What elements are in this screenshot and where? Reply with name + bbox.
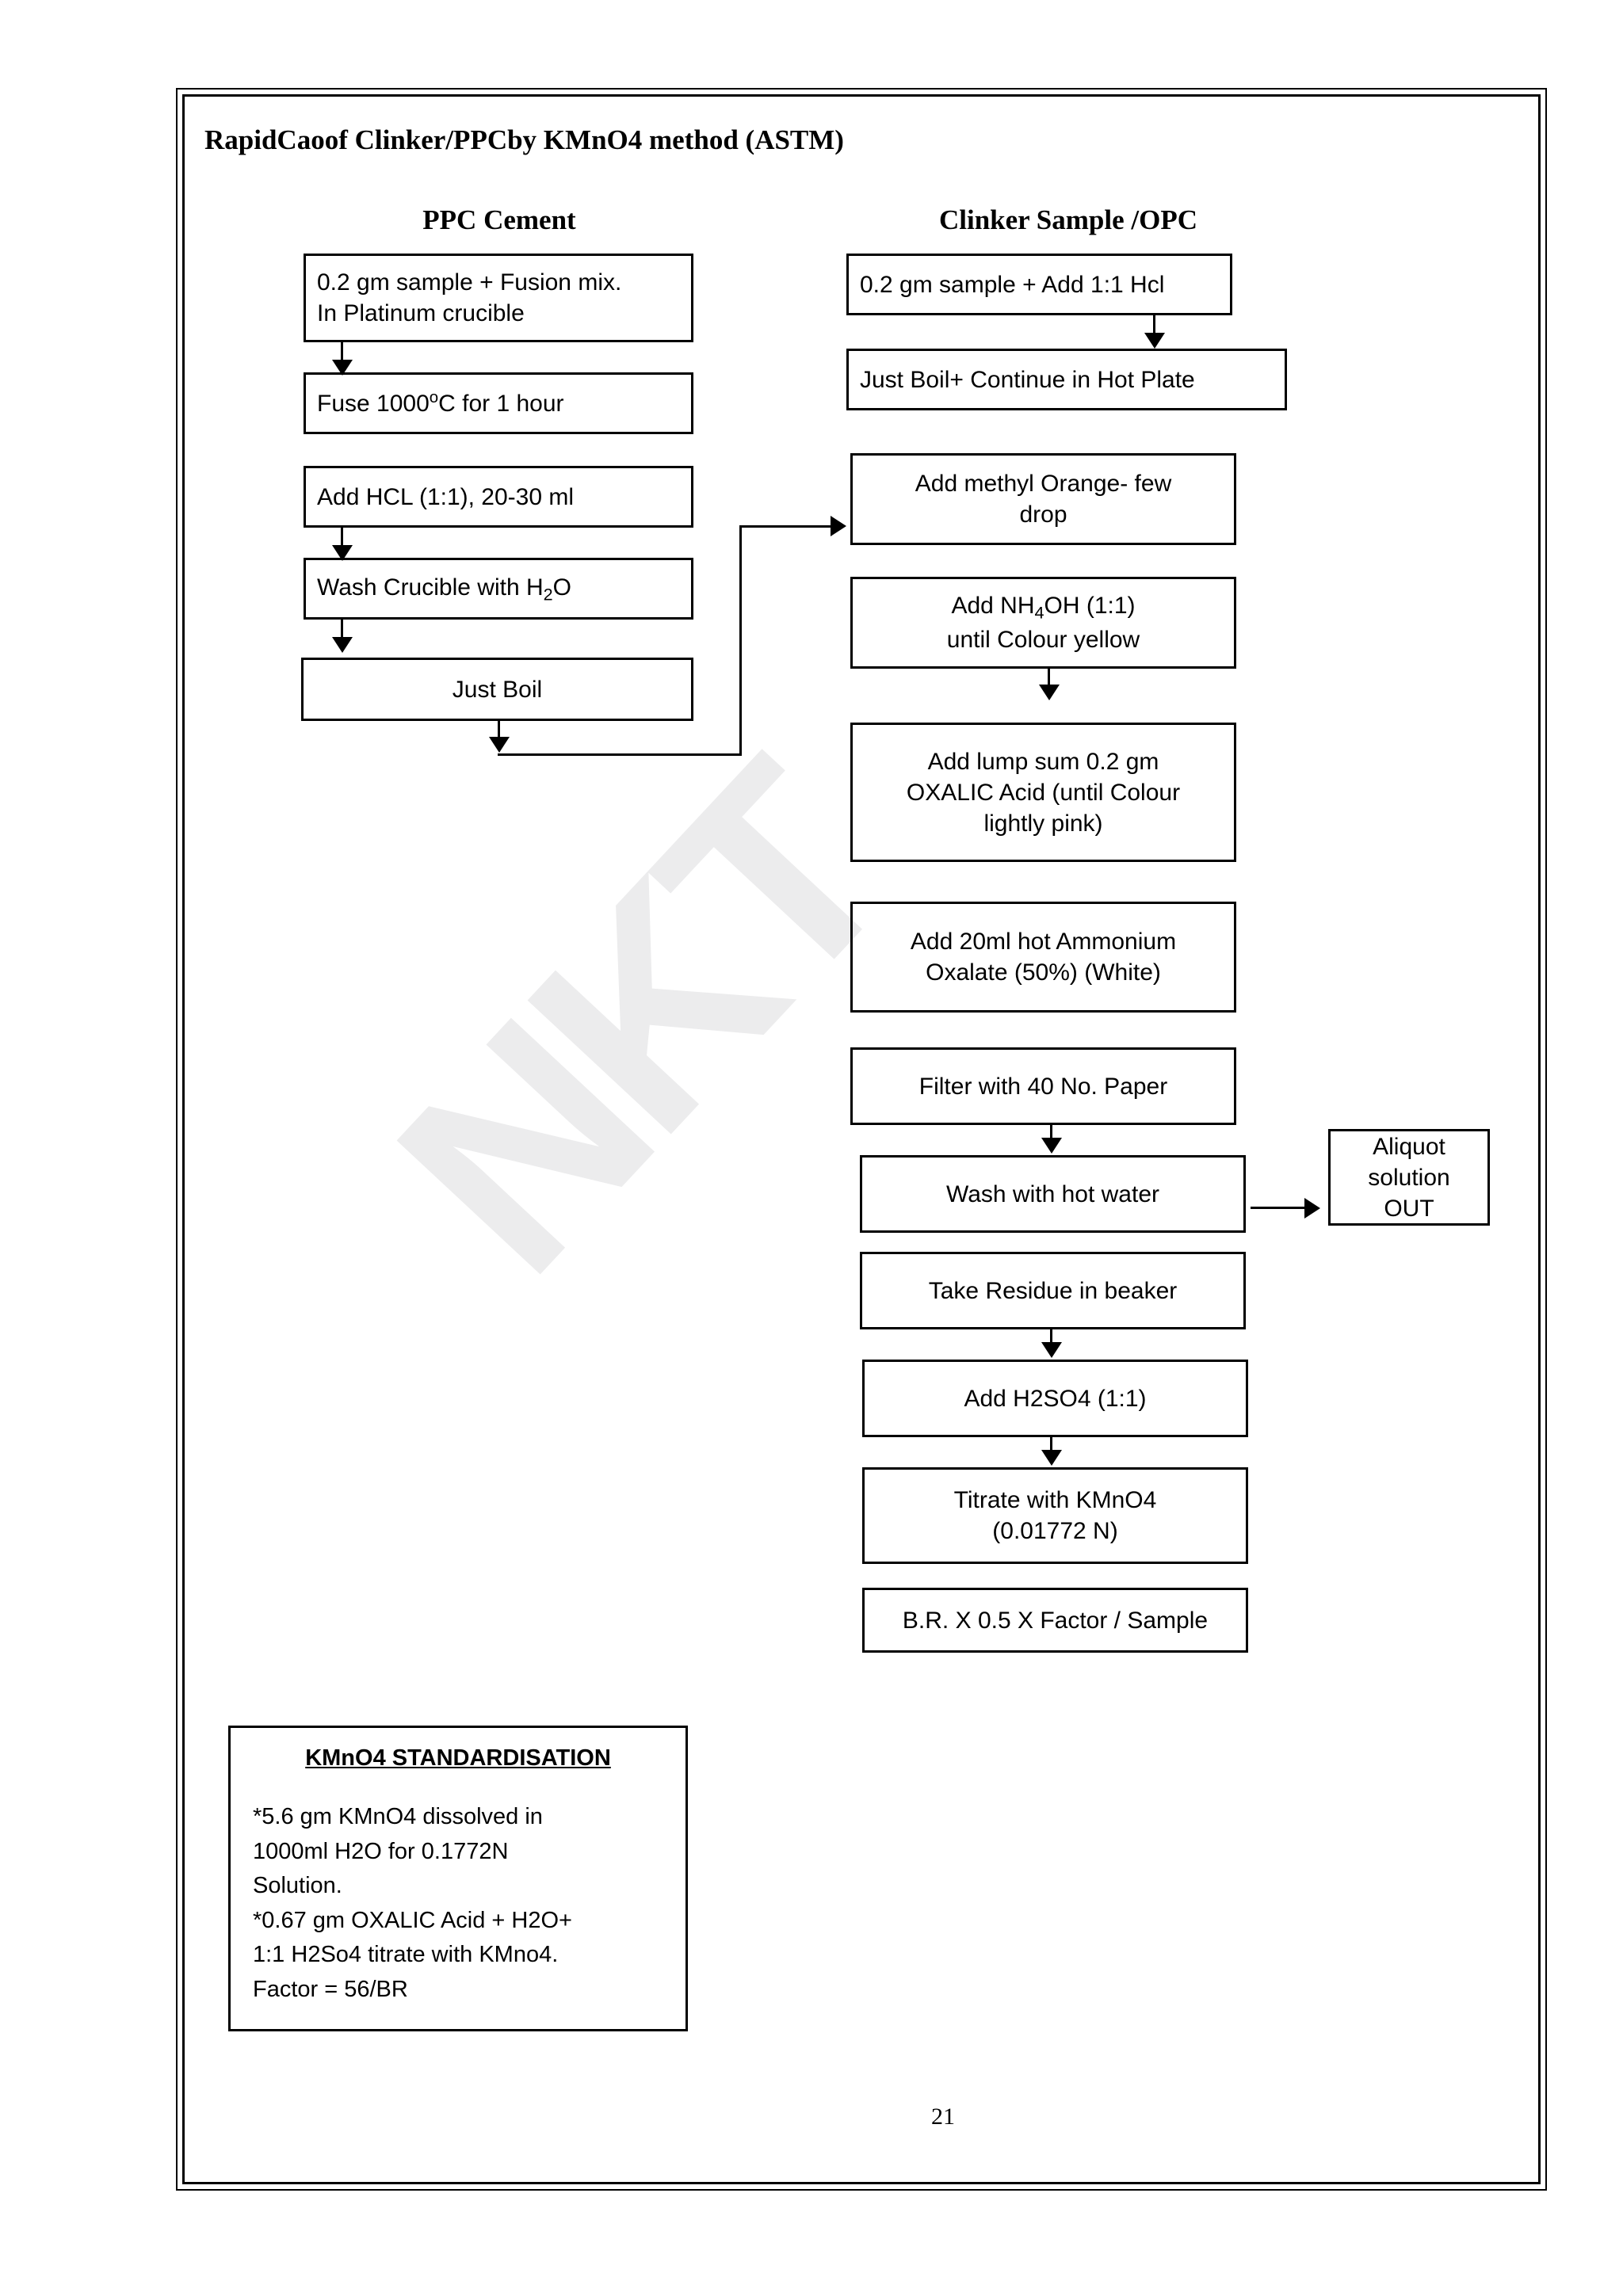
aliquot-line3: OUT <box>1384 1195 1434 1222</box>
opc-4-pre: Add NH <box>951 593 1035 620</box>
column-heading-ppc: PPC Cement <box>422 204 576 235</box>
connector-opc-1-2 <box>1153 315 1155 338</box>
connector-opc-10-11 <box>1050 1437 1052 1456</box>
flow-box-aliquot-solution-out: Aliquot solution OUT <box>1328 1129 1490 1226</box>
connector-ppc-1-2 <box>341 342 343 366</box>
opc-5-line2: OXALIC Acid (until Colour <box>906 779 1181 806</box>
flow-box-opc-result-formula: B.R. X 0.5 X Factor / Sample <box>862 1588 1248 1653</box>
flow-box-ppc-hcl: Add HCL (1:1), 20-30 ml <box>304 466 693 528</box>
flow-box-opc-ammonium-oxalate: Add 20ml hot Ammonium Oxalate (50%) (Whi… <box>850 902 1236 1013</box>
note-title: KMnO4 STANDARDISATION <box>305 1745 611 1771</box>
note-box-kmno4-standardisation: KMnO4 STANDARDISATION *5.6 gm KMnO4 diss… <box>228 1726 688 2031</box>
connector-aliquot-branch <box>1251 1207 1308 1209</box>
flow-box-opc-wash-hot-water: Wash with hot water <box>860 1155 1246 1233</box>
opc-12-line1: B.R. X 0.5 X Factor / Sample <box>902 1607 1209 1634</box>
opc-10-line1: Add H2SO4 (1:1) <box>964 1385 1147 1412</box>
arrow-opc-4-5-icon <box>1039 685 1060 700</box>
connector-crossover-top <box>739 525 833 528</box>
flow-box-opc-titrate: Titrate with KMnO4 (0.01772 N) <box>862 1467 1248 1564</box>
opc-6-line2: Oxalate (50%) (White) <box>926 959 1161 986</box>
opc-6-line1: Add 20ml hot Ammonium <box>910 929 1177 955</box>
opc-4-line2: until Colour yellow <box>946 626 1140 653</box>
ppc-4-pre: Wash Crucible with H <box>317 574 544 601</box>
flow-box-opc-h2so4: Add H2SO4 (1:1) <box>862 1360 1248 1437</box>
arrow-crossover-down-icon <box>489 737 510 753</box>
note-line-3: Solution. <box>253 1873 342 1898</box>
arrow-ppc-3-4-icon <box>332 545 353 561</box>
connector-crossover-vertical <box>739 525 742 756</box>
page-number: 21 <box>931 2103 955 2130</box>
ppc-1-line1: 0.2 gm sample + Fusion mix. <box>317 269 622 296</box>
note-line-2: 1000ml H2O for 0.1772N <box>253 1838 509 1864</box>
arrow-aliquot-right-icon <box>1304 1198 1320 1219</box>
ppc-2-sup: o <box>429 389 439 406</box>
flow-box-opc-boil: Just Boil+ Continue in Hot Plate <box>846 349 1287 410</box>
connector-ppc-3-4 <box>341 528 343 550</box>
page-title: RapidCaoof Clinker/PPCby KMnO4 method (A… <box>204 124 844 155</box>
ppc-4-sub: 2 <box>543 584 553 605</box>
note-line-1: *5.6 gm KMnO4 dissolved in <box>253 1804 543 1829</box>
arrow-opc-1-2-icon <box>1144 333 1165 349</box>
note-line-4: *0.67 gm OXALIC Acid + H2O+ <box>253 1907 572 1933</box>
connector-opc-7-8 <box>1050 1125 1052 1144</box>
flow-box-opc-methyl-orange: Add methyl Orange- few drop <box>850 453 1236 545</box>
flow-box-opc-sample: 0.2 gm sample + Add 1:1 Hcl <box>846 254 1232 315</box>
arrow-opc-7-8-icon <box>1041 1138 1062 1154</box>
arrow-ppc-4-5-icon <box>332 637 353 653</box>
opc-9-line1: Take Residue in beaker <box>928 1277 1178 1304</box>
connector-crossover-bottom <box>498 753 742 756</box>
opc-2-line1: Just Boil+ Continue in Hot Plate <box>860 366 1195 393</box>
opc-1-line1: 0.2 gm sample + Add 1:1 Hcl <box>860 271 1165 298</box>
note-line-6: Factor = 56/BR <box>253 1976 408 2002</box>
aliquot-line1: Aliquot <box>1373 1133 1445 1160</box>
column-heading-opc: Clinker Sample /OPC <box>938 204 1198 235</box>
flow-box-ppc-sample: 0.2 gm sample + Fusion mix. In Platinum … <box>304 254 693 342</box>
arrow-ppc-1-2-icon <box>332 360 353 376</box>
note-line-5: 1:1 H2So4 titrate with KMno4. <box>253 1942 559 1967</box>
flow-box-opc-filter: Filter with 40 No. Paper <box>850 1047 1236 1125</box>
arrow-opc-10-11-icon <box>1041 1450 1062 1466</box>
ppc-2-pre: Fuse 1000 <box>317 391 430 417</box>
arrow-crossover-right-icon <box>831 516 846 536</box>
ppc-3-line1: Add HCL (1:1), 20-30 ml <box>317 483 575 510</box>
opc-4-post: OH (1:1) <box>1044 593 1136 620</box>
flow-box-ppc-wash: Wash Crucible with H2O <box>304 558 693 620</box>
opc-11-line2: (0.01772 N) <box>992 1518 1118 1544</box>
ppc-2-post: C for 1 hour <box>438 391 564 417</box>
connector-opc-4-5 <box>1048 669 1050 689</box>
ppc-4-post: O <box>552 574 571 601</box>
flow-box-ppc-fuse: Fuse 1000oC for 1 hour <box>304 372 693 434</box>
opc-3-line1: Add methyl Orange- few <box>915 471 1172 497</box>
opc-3-line2: drop <box>1019 502 1067 528</box>
flow-box-ppc-just-boil: Just Boil <box>301 658 693 721</box>
flow-box-opc-oxalic-acid: Add lump sum 0.2 gm OXALIC Acid (until C… <box>850 723 1236 862</box>
opc-5-line1: Add lump sum 0.2 gm <box>927 748 1159 775</box>
opc-8-line1: Wash with hot water <box>946 1180 1159 1207</box>
opc-7-line1: Filter with 40 No. Paper <box>918 1073 1168 1100</box>
aliquot-line2: solution <box>1368 1164 1450 1191</box>
flow-box-opc-residue-beaker: Take Residue in beaker <box>860 1252 1246 1329</box>
opc-11-line1: Titrate with KMnO4 <box>953 1487 1157 1513</box>
connector-crossover-stub <box>498 721 500 743</box>
connector-ppc-4-5 <box>341 620 343 642</box>
ppc-1-line2: In Platinum crucible <box>317 300 525 326</box>
arrow-opc-9-10-icon <box>1041 1342 1062 1358</box>
connector-opc-9-10 <box>1050 1329 1052 1348</box>
opc-5-line3: lightly pink) <box>983 810 1103 837</box>
ppc-5-line1: Just Boil <box>452 676 543 703</box>
flow-box-opc-nh4oh: Add NH4OH (1:1) until Colour yellow <box>850 577 1236 669</box>
opc-4-sub: 4 <box>1034 602 1044 623</box>
